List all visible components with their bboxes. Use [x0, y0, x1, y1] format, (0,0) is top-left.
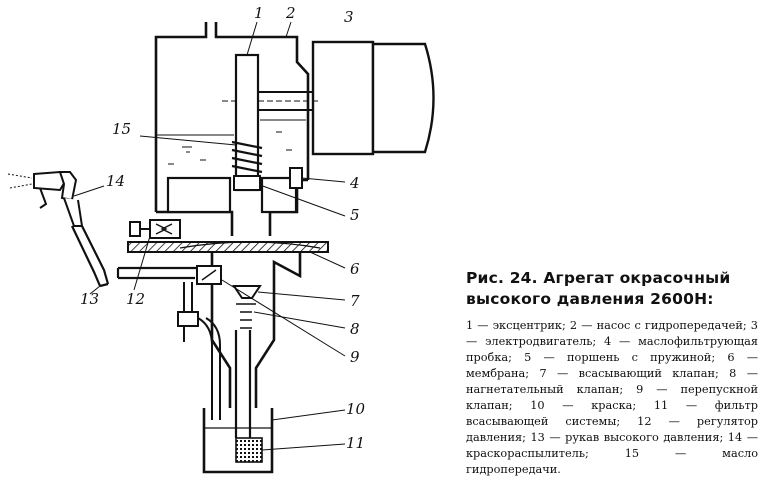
- membrane-curve: [179, 241, 321, 249]
- label-5: 5: [350, 206, 360, 224]
- figure-caption: Рис. 24. Агрегат окрасочный высокого дав…: [466, 268, 758, 478]
- label-1: 1: [254, 4, 264, 22]
- high-pressure-hose: [71, 225, 110, 288]
- paint-container: [202, 408, 274, 474]
- pump-body-lower: [210, 252, 302, 408]
- pressure-regulator: [129, 219, 181, 239]
- suction-tube: [234, 330, 252, 438]
- label-8: 8: [350, 320, 360, 338]
- label-14: 14: [106, 172, 125, 190]
- return-valve: [177, 311, 199, 327]
- label-3: 3: [344, 8, 354, 26]
- piston-spring: [231, 140, 263, 174]
- label-6: 6: [350, 260, 360, 278]
- spray-jet: [7, 173, 33, 189]
- electric-motor: [311, 40, 435, 156]
- paint-unit-diagram: 1 2 3 4 5 6 7 8 9 10 11 12 13 14 15: [7, 4, 435, 474]
- label-15: 15: [112, 120, 131, 138]
- caption-legend: 1 — эксцентрик; 2 — насос с гидропередач…: [466, 319, 758, 476]
- discharge-valve: [236, 303, 256, 329]
- return-line: [183, 282, 221, 420]
- label-7: 7: [350, 292, 360, 310]
- label-13: 13: [80, 290, 99, 308]
- membrane: [127, 241, 329, 253]
- suction-filter: [235, 437, 263, 463]
- oil-marks: [168, 131, 292, 165]
- label-4: 4: [349, 174, 360, 192]
- chamber-left: [166, 176, 232, 214]
- label-11: 11: [346, 434, 365, 452]
- caption-title: Рис. 24. Агрегат окрасочный высокого дав…: [466, 268, 758, 310]
- leader-lines: [73, 21, 346, 451]
- label-2: 2: [285, 4, 296, 22]
- suction-valve: [232, 285, 262, 299]
- label-10: 10: [346, 400, 366, 418]
- label-12: 12: [126, 290, 145, 308]
- oil-filter-plug: [289, 167, 303, 189]
- piston: [233, 175, 261, 191]
- label-9: 9: [350, 348, 360, 366]
- caption-title-line-2: высокого давления 2600Н:: [466, 290, 714, 308]
- bypass-valve-mark: [201, 269, 217, 281]
- spray-gun: [33, 170, 84, 227]
- caption-title-line-1: Рис. 24. Агрегат окрасочный: [466, 269, 731, 287]
